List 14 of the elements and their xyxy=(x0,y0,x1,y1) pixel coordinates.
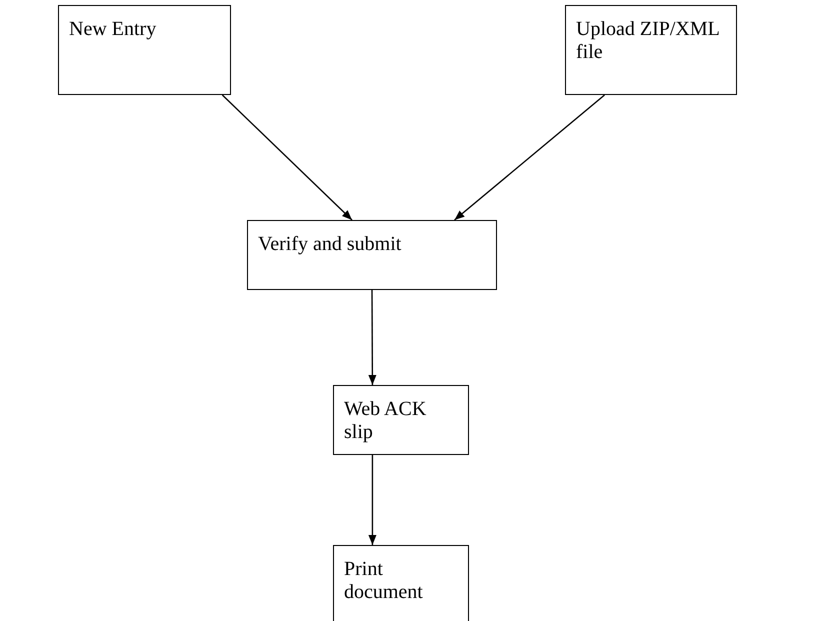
box-label: Upload ZIP/XML file xyxy=(576,18,720,64)
process-box xyxy=(247,220,497,290)
process-box xyxy=(58,5,231,95)
arrow xyxy=(454,94,605,220)
process-box xyxy=(565,5,737,95)
box-label: Print document xyxy=(344,558,424,604)
arrow xyxy=(222,94,352,220)
process-box xyxy=(333,385,469,455)
process-box xyxy=(333,545,469,621)
box-label: Verify and submit xyxy=(258,233,402,256)
box-label: Web ACK slip xyxy=(344,398,428,444)
arrow xyxy=(368,455,376,545)
arrow xyxy=(368,290,376,385)
box-label: New Entry xyxy=(69,18,158,41)
